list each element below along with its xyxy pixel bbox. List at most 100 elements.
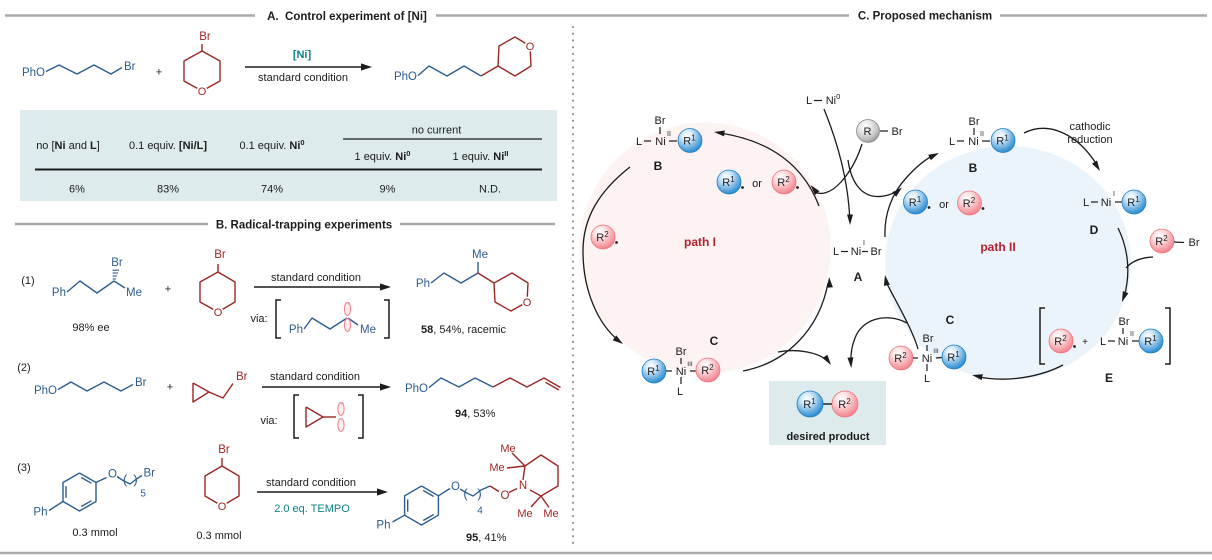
svg-text:94, 53%: 94, 53% (455, 408, 496, 420)
svg-text:Me: Me (126, 287, 142, 299)
svg-text:B: B (969, 161, 978, 175)
svg-text:reduction: reduction (1067, 134, 1112, 146)
svg-text:N: N (519, 480, 527, 492)
svg-text:no current: no current (412, 125, 462, 137)
svg-text:L: L (636, 136, 642, 148)
svg-text:cathodic: cathodic (1070, 121, 1111, 133)
svg-text:R2: R2 (963, 196, 976, 210)
svg-text:A. Control experiment of [Ni]: A. Control experiment of [Ni] (267, 11, 427, 23)
svg-text:Ni: Ni (851, 246, 861, 258)
svg-text:L: L (949, 136, 955, 148)
svg-text:(: ( (463, 486, 468, 501)
svg-text:0.3 mmol: 0.3 mmol (196, 530, 241, 542)
svg-text:R1: R1 (803, 397, 816, 411)
svg-text:L: L (806, 95, 812, 107)
svg-text:95, 41%: 95, 41% (466, 532, 507, 544)
svg-text:5: 5 (140, 489, 146, 500)
svg-text:(3): (3) (17, 462, 30, 474)
svg-text:(: ( (123, 472, 128, 487)
svg-text:R1: R1 (996, 134, 1009, 148)
svg-text:B. Radical-trapping experiment: B. Radical-trapping experiments (216, 220, 392, 232)
svg-text:O: O (526, 41, 535, 53)
svg-text:Me: Me (543, 508, 558, 520)
svg-text:Br: Br (144, 468, 156, 480)
svg-text:Br: Br (655, 115, 666, 127)
svg-text:L: L (1083, 197, 1089, 209)
svg-text:(2): (2) (17, 362, 30, 374)
svg-text:C: C (710, 334, 719, 348)
svg-text:PhO: PhO (405, 383, 428, 395)
svg-text:R2: R2 (1054, 334, 1067, 348)
svg-text:III: III (933, 348, 939, 355)
svg-text:[Ni]: [Ni] (293, 49, 312, 61)
svg-text:N.D.: N.D. (479, 184, 501, 196)
svg-text:Ni: Ni (655, 136, 665, 148)
svg-text:Br: Br (218, 444, 230, 456)
svg-text:Br: Br (871, 246, 882, 258)
svg-text:via:: via: (250, 313, 267, 325)
svg-text:Ni: Ni (1101, 197, 1111, 209)
svg-text:+: + (167, 382, 173, 394)
svg-text:Br: Br (676, 346, 687, 358)
svg-text:O: O (218, 501, 227, 513)
svg-text:no [Ni and L]: no [Ni and L] (36, 140, 100, 152)
svg-text:C: C (946, 313, 955, 327)
svg-text:Ni: Ni (676, 366, 686, 378)
svg-text:O: O (451, 481, 460, 493)
svg-text:O: O (108, 469, 117, 481)
svg-text:R1: R1 (647, 364, 660, 378)
svg-text:58, 54%, racemic: 58, 54%, racemic (421, 324, 506, 336)
svg-text:C. Proposed mechanism: C. Proposed mechanism (858, 11, 992, 23)
svg-text:+: + (1082, 337, 1088, 348)
svg-text:Br: Br (1119, 316, 1130, 328)
svg-text:Me: Me (360, 324, 376, 336)
svg-text:O: O (198, 86, 207, 98)
svg-text:L: L (677, 386, 683, 398)
svg-text:via:: via: (260, 415, 277, 427)
svg-text:desired product: desired product (786, 431, 869, 443)
svg-text:L: L (833, 246, 839, 258)
svg-text:Ni0: Ni0 (826, 92, 841, 107)
svg-text:Br: Br (236, 371, 248, 383)
svg-text:R1: R1 (683, 134, 696, 148)
svg-text:I: I (863, 240, 865, 247)
svg-text:Br: Br (1189, 237, 1200, 249)
svg-text:or: or (752, 178, 762, 190)
svg-text:1 equiv. NiII: 1 equiv. NiII (453, 149, 509, 163)
svg-text:O: O (214, 307, 223, 319)
svg-text:A: A (854, 270, 863, 284)
svg-text:R1: R1 (947, 350, 960, 364)
svg-text:L: L (924, 373, 930, 385)
svg-text:B: B (654, 159, 663, 173)
svg-text:4: 4 (477, 506, 483, 517)
svg-text:Br: Br (135, 377, 147, 389)
svg-text:Ph: Ph (289, 324, 303, 336)
svg-text:Ph: Ph (376, 520, 390, 532)
svg-text:+: + (165, 284, 171, 296)
svg-text:R2: R2 (777, 175, 790, 189)
svg-text:standard condition: standard condition (258, 72, 348, 84)
svg-text:83%: 83% (157, 184, 179, 196)
svg-text:I: I (1113, 191, 1115, 198)
svg-text:Br: Br (124, 61, 136, 73)
svg-text:0.3 mmol: 0.3 mmol (72, 527, 117, 539)
svg-text:III: III (687, 361, 693, 368)
svg-text:Me: Me (472, 249, 488, 261)
svg-text:R2: R2 (596, 230, 609, 244)
svg-text:Br: Br (111, 257, 123, 269)
svg-text:II: II (980, 131, 984, 138)
svg-text:L: L (1100, 336, 1106, 348)
svg-text:Br: Br (892, 126, 903, 138)
svg-text:): ) (133, 472, 137, 487)
svg-text:0.1 equiv. Ni0: 0.1 equiv. Ni0 (239, 138, 304, 152)
svg-text:O: O (501, 490, 510, 502)
svg-text:Ni: Ni (968, 136, 978, 148)
svg-text:): ) (477, 486, 481, 501)
svg-text:PhO: PhO (34, 385, 57, 397)
svg-text:Ph: Ph (33, 507, 47, 519)
svg-text:D: D (1090, 223, 1099, 237)
svg-text:Ph: Ph (52, 287, 66, 299)
svg-text:Ni: Ni (922, 353, 932, 365)
svg-text:Ph: Ph (416, 278, 430, 290)
svg-text:E: E (1105, 371, 1113, 385)
